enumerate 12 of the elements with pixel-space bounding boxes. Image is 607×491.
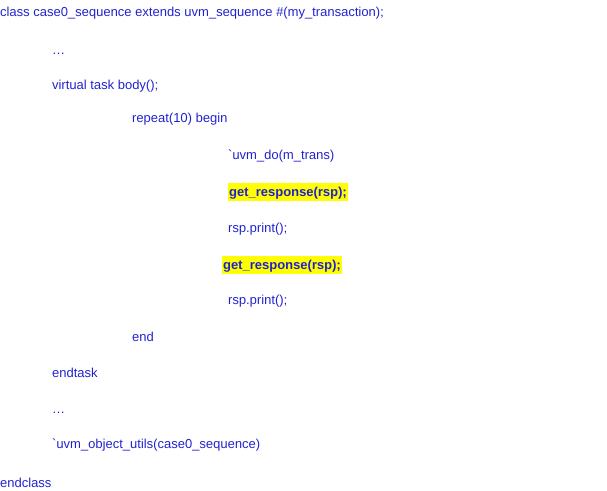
- code-line: end: [132, 329, 154, 345]
- code-line: class case0_sequence extends uvm_sequence #(my_transaction);: [0, 4, 384, 20]
- code-line: …: [52, 42, 65, 58]
- code-line: rsp.print();: [228, 292, 288, 308]
- code-line: virtual task body();: [52, 77, 158, 93]
- code-line: repeat(10) begin: [132, 110, 228, 126]
- code-line: rsp.print();: [228, 220, 288, 236]
- code-line: endtask: [52, 365, 98, 381]
- code-line: `uvm_object_utils(case0_sequence): [52, 436, 260, 452]
- code-line: …: [52, 401, 65, 417]
- code-line: `uvm_do(m_trans): [228, 147, 334, 163]
- code-line: endclass: [0, 475, 52, 491]
